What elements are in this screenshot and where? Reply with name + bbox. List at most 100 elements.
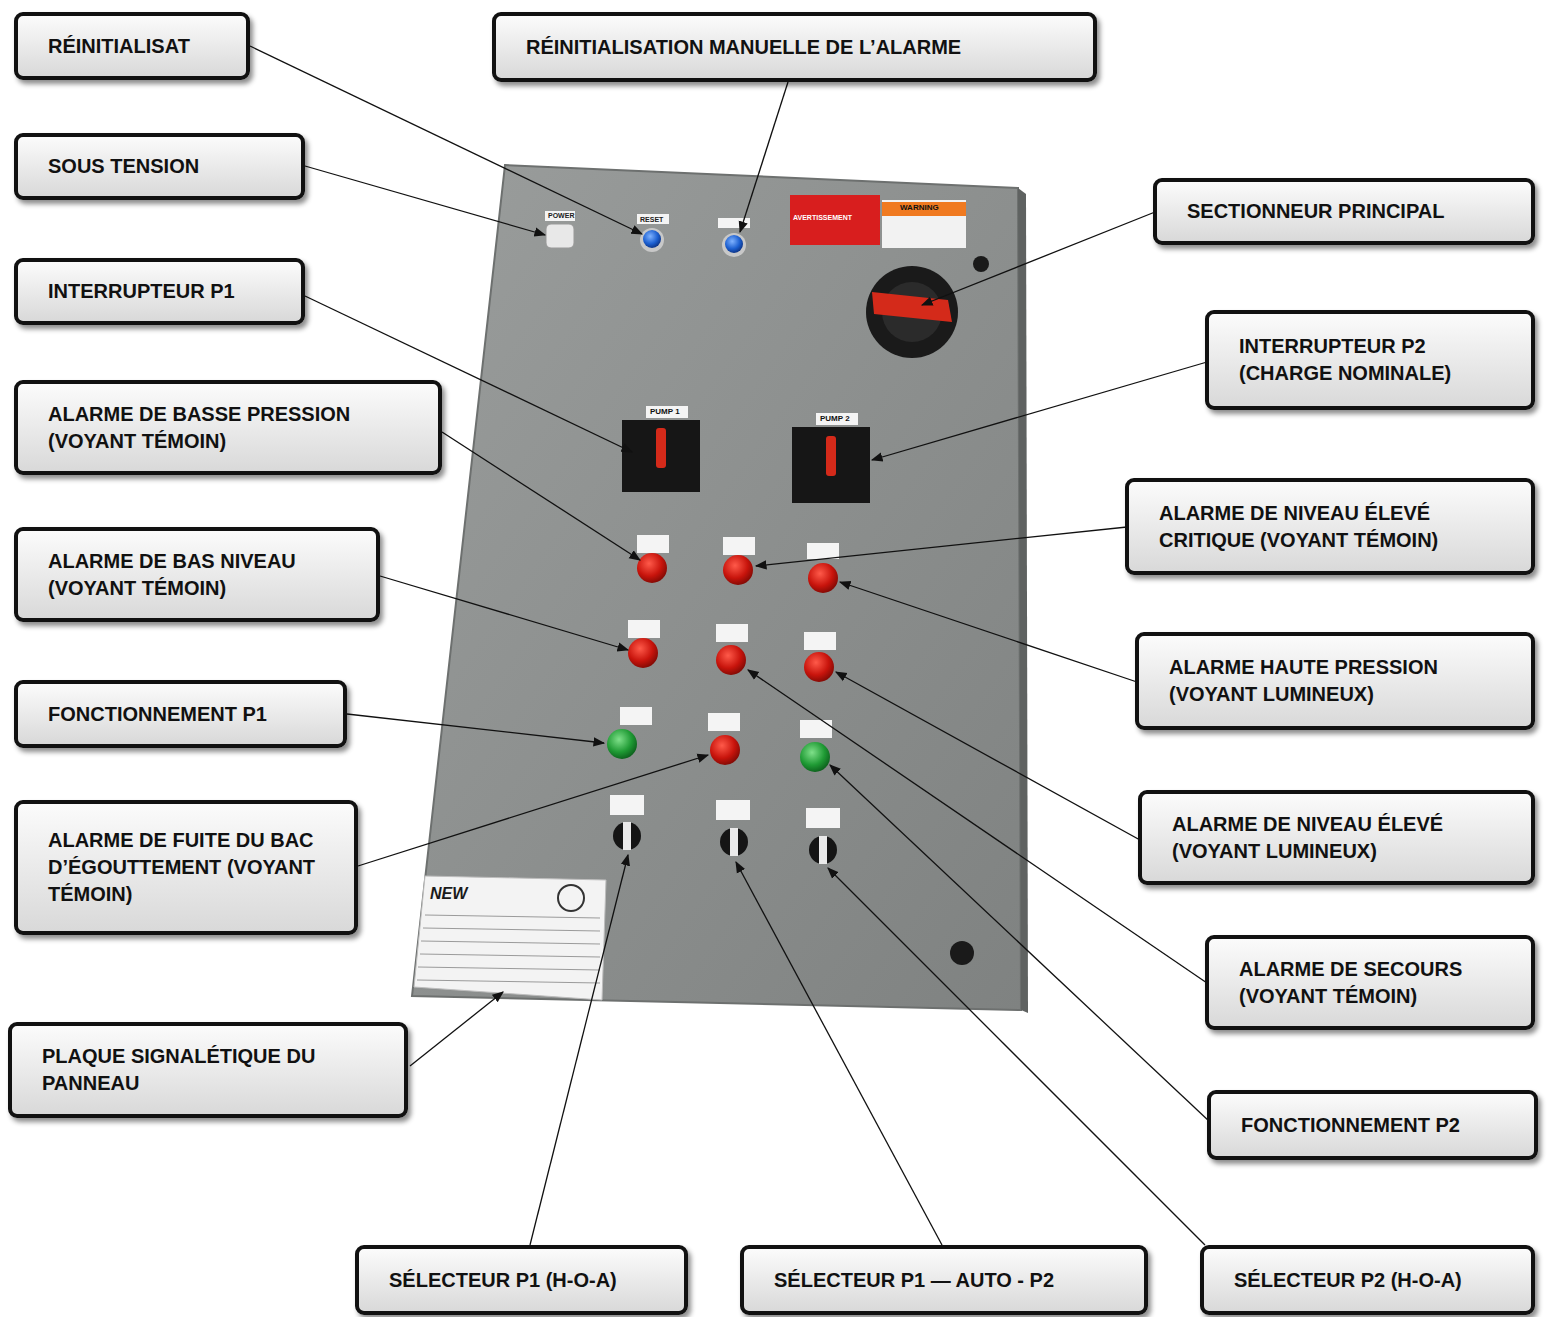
- leader-line: [347, 714, 604, 743]
- callout-label: ALARME DE NIVEAU ÉLEVÉ CRITIQUE (VOYANT …: [1159, 500, 1513, 554]
- selectors: [610, 795, 840, 864]
- leader-line: [380, 576, 628, 650]
- callout-label: ALARME DE FUITE DU BAC D’ÉGOUTTEMENT (VO…: [48, 827, 336, 908]
- callout-box: SÉLECTEUR P2 (H-O-A): [1200, 1245, 1535, 1315]
- legend-plate: [804, 632, 836, 650]
- leader-line: [922, 212, 1155, 305]
- callout-label: ALARME DE BAS NIVEAU (VOYANT TÉMOIN): [48, 548, 358, 602]
- leader-line: [442, 432, 640, 560]
- leader-line: [740, 82, 788, 232]
- panel-label: WARNING: [900, 204, 939, 212]
- red-light: [808, 563, 838, 593]
- red-light: [804, 652, 834, 682]
- pump-switch: [792, 427, 870, 503]
- callout-box: RÉINITIALISATION MANUELLE DE L’ALARME: [492, 12, 1097, 82]
- callout-box: FONCTIONNEMENT P2: [1207, 1090, 1538, 1160]
- pump-switch: [622, 420, 700, 492]
- callout-box: ALARME DE NIVEAU ÉLEVÉ (VOYANT LUMINEUX): [1138, 790, 1535, 885]
- leader-line: [828, 868, 1205, 1245]
- callout-label: FONCTIONNEMENT P1: [48, 701, 267, 728]
- red-light: [637, 553, 667, 583]
- panel-label: AVERTISSEMENT: [793, 214, 852, 221]
- red-light: [716, 645, 746, 675]
- disconnect-handle: [872, 292, 952, 322]
- switch-handle: [826, 436, 836, 476]
- callout-label: ALARME DE NIVEAU ÉLEVÉ (VOYANT LUMINEUX): [1172, 811, 1513, 865]
- legend-plate: [800, 720, 832, 738]
- callout-label: SÉLECTEUR P2 (H-O-A): [1234, 1267, 1462, 1294]
- callout-box: ALARME DE BASSE PRESSION (VOYANT TÉMOIN): [14, 380, 442, 475]
- warning-label: [882, 200, 966, 248]
- selector-knob: [613, 822, 641, 850]
- leader-line: [410, 992, 503, 1066]
- switch-handle: [656, 428, 666, 468]
- pilot-lights: [607, 535, 839, 772]
- callout-box: SÉLECTEUR P1 (H-O-A): [355, 1245, 688, 1315]
- panel-label: PUMP 1: [650, 408, 680, 416]
- callout-box: SECTIONNEUR PRINCIPAL: [1153, 178, 1535, 245]
- callout-label: SOUS TENSION: [48, 153, 199, 180]
- callout-box: INTERRUPTEUR P2 (CHARGE NOMINALE): [1205, 310, 1535, 410]
- red-light: [628, 638, 658, 668]
- callout-label: ALARME DE SECOURS (VOYANT TÉMOIN): [1239, 956, 1513, 1010]
- green-light: [607, 729, 637, 759]
- nameplate-rows: [417, 915, 600, 983]
- legend-plate: [545, 211, 575, 221]
- red-light: [723, 555, 753, 585]
- legend-plate: [806, 808, 840, 828]
- callout-box: ALARME HAUTE PRESSION (VOYANT LUMINEUX): [1135, 632, 1535, 730]
- callout-box: ALARME DE BAS NIVEAU (VOYANT TÉMOIN): [14, 527, 380, 622]
- leader-line: [530, 855, 628, 1245]
- csa-mark: [558, 885, 584, 911]
- selector-lever: [730, 828, 738, 856]
- legend-plate: [708, 713, 740, 731]
- leader-line: [358, 755, 708, 866]
- legend-plate: [637, 535, 669, 553]
- callout-box: ALARME DE NIVEAU ÉLEVÉ CRITIQUE (VOYANT …: [1125, 478, 1535, 575]
- alarm-reset-button: [725, 235, 743, 253]
- callout-box: SÉLECTEUR P1 — AUTO - P2: [740, 1245, 1148, 1315]
- callout-label: RÉINITIALISATION MANUELLE DE L’ALARME: [526, 34, 961, 61]
- plug: [950, 941, 974, 965]
- disconnect-base: [866, 266, 958, 358]
- plug: [973, 256, 989, 272]
- enclosure: [412, 165, 1021, 1010]
- red-light: [710, 735, 740, 765]
- legend-plate: [718, 218, 750, 228]
- power-light: [546, 224, 574, 248]
- leader-line: [836, 672, 1140, 840]
- callout-box: PLAQUE SIGNALÉTIQUE DU PANNEAU: [8, 1022, 408, 1118]
- selector-knob: [809, 836, 837, 864]
- leader-line: [736, 862, 942, 1245]
- callout-label: INTERRUPTEUR P2 (CHARGE NOMINALE): [1239, 333, 1513, 387]
- panel-label: POWER: [548, 212, 574, 219]
- selector-knob: [720, 828, 748, 856]
- legend-plate: [716, 800, 750, 820]
- callout-label: FONCTIONNEMENT P2: [1241, 1112, 1460, 1139]
- panel-label: NEW: [430, 886, 467, 902]
- callout-box: ALARME DE SECOURS (VOYANT TÉMOIN): [1205, 935, 1535, 1030]
- selector-lever: [623, 822, 631, 850]
- callout-box: ALARME DE FUITE DU BAC D’ÉGOUTTEMENT (VO…: [14, 800, 358, 935]
- leader-line: [840, 582, 1137, 682]
- warning-strip: [882, 202, 966, 216]
- callout-label: SÉLECTEUR P1 (H-O-A): [389, 1267, 617, 1294]
- panel-label: PUMP 2: [820, 415, 850, 423]
- selector-lever: [819, 836, 827, 864]
- callout-box: RÉINITIALISAT: [14, 12, 250, 80]
- callout-label: SECTIONNEUR PRINCIPAL: [1187, 198, 1444, 225]
- callout-box: SOUS TENSION: [14, 133, 305, 200]
- callout-label: ALARME DE BASSE PRESSION (VOYANT TÉMOIN): [48, 401, 420, 455]
- leader-line: [872, 362, 1207, 460]
- leader-line: [756, 527, 1127, 566]
- legend-plate: [723, 537, 755, 555]
- warning-label: [790, 195, 880, 245]
- legend-plate: [637, 214, 669, 224]
- nameplate: [414, 876, 606, 1000]
- legend-plate: [807, 543, 839, 559]
- legend-plate: [610, 795, 644, 815]
- callout-label: PLAQUE SIGNALÉTIQUE DU PANNEAU: [42, 1043, 386, 1097]
- leader-line: [305, 166, 545, 235]
- panel-label: RESET: [640, 216, 663, 223]
- callout-box: FONCTIONNEMENT P1: [14, 680, 347, 748]
